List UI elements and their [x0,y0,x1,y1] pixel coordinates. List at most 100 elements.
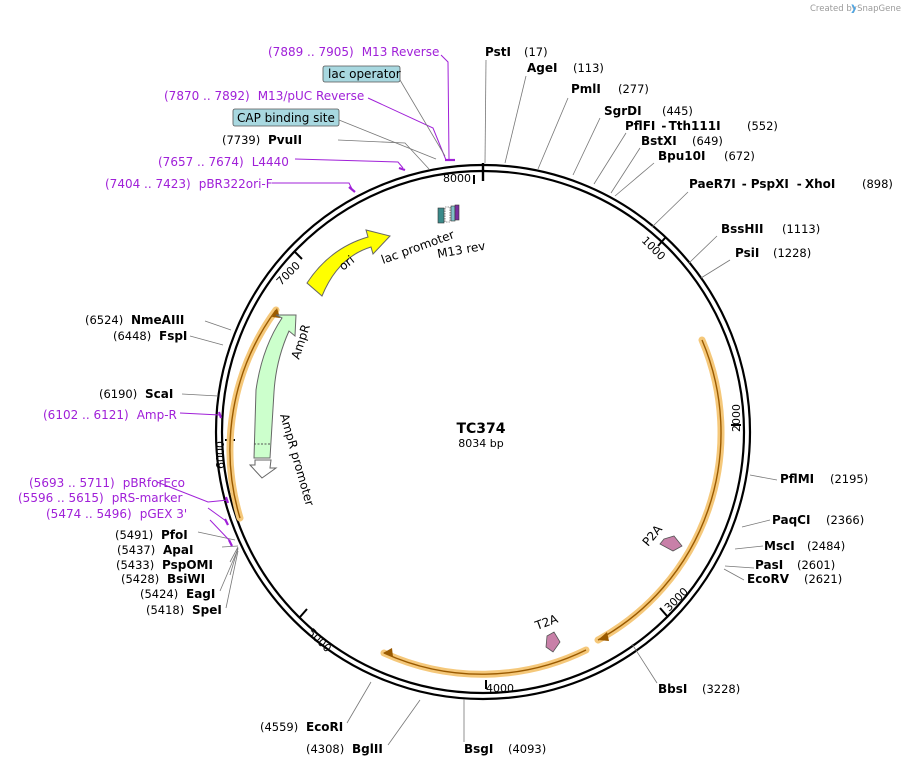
snapgene-logo-icon: ❯ [850,4,857,14]
ampr-promoter-label: AmpR promoter [277,412,317,508]
plasmid-size: 8034 bp [458,437,503,450]
enzyme-fspI-pos: (6448) [113,329,151,343]
enzyme-ecoRI-pos: (4559) [260,720,298,734]
lac-operator-box [322,65,401,83]
primer-pbrforeco: (5693 .. 5711)pBRforEco [29,476,185,490]
primer-marks [217,158,455,547]
m13-rev-feature [454,204,460,221]
enzyme-sgrDI-pos: (445) [662,104,693,118]
orf-arc-1-arrowhead [598,632,609,641]
enzyme-bstXI: BstXI [641,134,677,148]
enzyme-pfoI: PfoI [161,528,188,542]
ampr-feature [253,314,297,459]
tick-6000: 6000 [214,441,227,469]
ampr-promoter-feature [248,459,278,479]
enzyme-bssHII: BssHII [721,222,763,236]
enzyme-paeR7I: PaeR7I-PspXI-XhoI [689,177,835,191]
primer-amp-r: (6102 .. 6121)Amp-R [43,408,177,422]
enzyme-ecoRI: EcoRI [306,720,343,734]
enzyme-fspI: FspI [159,329,187,343]
cap-binding-site-label: CAP binding site [237,111,335,125]
enzyme-sgrDI: SgrDI [604,104,642,118]
enzyme-bpu10I-pos: (672) [724,149,755,163]
enzyme-bglII: BglII [352,742,383,756]
enzyme-ecoRV-pos: (2621) [804,572,842,586]
enzyme-bsiWI-pos: (5428) [121,572,159,586]
cap-binding-site-box [232,108,340,127]
tick-8000: 8000 [443,172,471,185]
enzyme-eagI: EagI [186,587,215,601]
enzyme-pvuII-pos: (7739) [222,133,260,147]
enzyme-bsiWI: BsiWI [167,572,205,586]
credit-text: Created by [810,4,857,14]
orf-arc-1 [597,339,722,641]
primer-pbr322ori-f: (7404 .. 7423)pBR322ori-F [105,177,273,191]
primer-m13-reverse: (7889 .. 7905)M13 Reverse [268,45,439,59]
primer-prs-marker: (5596 .. 5615)pRS-marker [18,491,182,505]
tick-3000: 3000 [662,585,691,614]
primer-labels: (7889 .. 7905)M13 Reverse (7870 .. 7892)… [18,45,439,521]
enzyme-paqCI-pos: (2366) [826,513,864,527]
enzyme-speI: SpeI [192,603,222,617]
enzyme-scaI-pos: (6190) [99,387,137,401]
lac-promoter-feature [444,206,451,223]
enzyme-pasI: PasI [755,558,783,572]
t2a-label: T2A [532,611,560,633]
enzyme-pflFI-pos: (552) [747,119,778,133]
orf-arc-2-arrowhead [383,648,393,657]
primer-leaders [156,54,450,542]
primer-m13-puc-reverse: (7870 .. 7892)M13/pUC Reverse [164,89,364,103]
enzyme-bbsI: BbsI [658,682,687,696]
enzyme-pspOMI: PspOMI [162,558,213,572]
enzyme-pvuII: PvuII [268,133,302,147]
plasmid-name: TC374 [456,421,505,437]
enzyme-pasI-pos: (2601) [797,558,835,572]
enzyme-pstI: PstI [485,45,511,59]
boxed-leaders [338,79,446,160]
enzyme-scaI: ScaI [145,387,173,401]
enzyme-ageI-pos: (113) [573,61,604,75]
tick-2000: 2000 [730,404,743,432]
enzyme-pspOMI-pos: (5433) [116,558,154,572]
enzyme-pflMI-pos: (2195) [830,472,868,486]
enzyme-bstXI-pos: (649) [692,134,723,148]
enzyme-bsgI-pos: (4093) [508,742,546,756]
enzyme-pmlI: PmlI [571,82,601,96]
tick-7000: 7000 [274,259,303,288]
enzyme-pflFI: PflFI-Tth111I [625,119,721,133]
tick-mark-3000 [659,607,668,617]
p2a-feature [659,535,683,552]
t2a-feature [545,631,561,653]
orf-arc-2 [383,649,587,675]
enzyme-leaders [181,59,778,746]
lac-operator-feature [450,205,456,222]
orf-arc-1-glow [594,336,725,644]
enzyme-bpu10I: Bpu10I [658,149,705,163]
tick-4000: 4000 [486,682,514,695]
enzyme-pfoI-pos: (5491) [115,528,153,542]
enzyme-paqCI: PaqCI [772,513,810,527]
tick-mark-1000 [657,237,666,247]
enzyme-paeR7I-pos: (898) [862,177,893,191]
tick-mark-5000 [299,608,308,618]
enzyme-bbsI-pos: (3228) [702,682,740,696]
ori-feature [306,229,391,297]
enzyme-speI-pos: (5418) [146,603,184,617]
primer-l4440: (7657 .. 7674)L4440 [158,155,289,169]
enzyme-apaI-pos: (5437) [117,543,155,557]
enzyme-nmeAIII-pos: (6524) [85,313,123,327]
cap-binding-site-feature [437,207,445,224]
enzyme-bsgI: BsgI [464,742,493,756]
tick-mark-7000 [294,251,303,260]
enzyme-bglII-pos: (4308) [306,742,344,756]
enzyme-ageI: AgeI [527,61,557,75]
enzyme-pstI-pos: (17) [524,45,548,59]
enzyme-mscI: MscI [764,539,795,553]
orf-arc-3 [229,309,277,519]
enzyme-pflMI: PflMI [780,472,814,486]
enzyme-psiI-pos: (1228) [773,246,811,260]
enzyme-labels: PstI (17) AgeI (113) PmlI (277) SgrDI (4… [85,45,893,756]
enzyme-eagI-pos: (5424) [140,587,178,601]
snapgene-brand: ❯SnapGene [850,4,901,14]
